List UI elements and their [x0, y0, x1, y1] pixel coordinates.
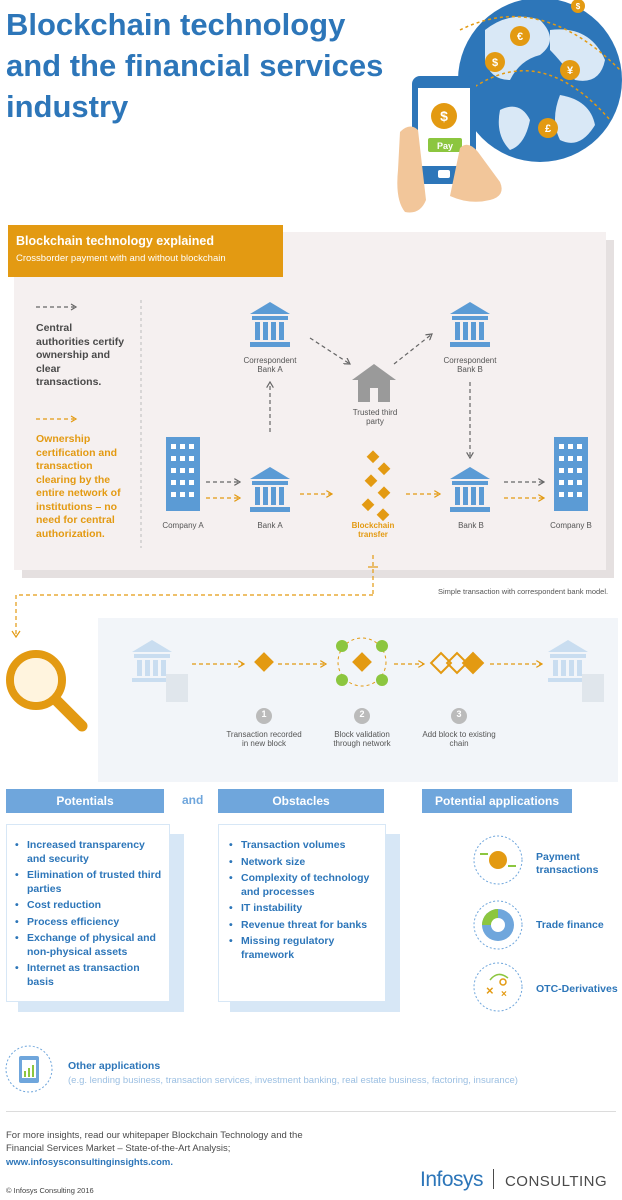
label-trusted: Trusted third party — [352, 408, 398, 426]
validation-icon — [336, 637, 388, 687]
transaction-diagram — [166, 302, 588, 522]
app-otc: OTC-Derivatives — [536, 983, 618, 995]
step-2-circle — [354, 708, 370, 724]
svg-text:$: $ — [576, 2, 581, 11]
svg-text:€: € — [517, 31, 523, 43]
svg-text:×: × — [501, 989, 507, 1000]
coin-icon: € $ ¥ £ $ — [485, 0, 585, 138]
svg-text:Pay: Pay — [437, 141, 453, 151]
chain-icon — [429, 651, 485, 675]
explained-subheading: Crossborder payment with and without blo… — [16, 253, 226, 264]
page-title: Blockchain technology and the financial … — [6, 7, 384, 124]
pie-chart-icon — [473, 900, 523, 950]
list-item: Increased transparency and security — [15, 839, 163, 866]
svg-text:¥: ¥ — [567, 65, 574, 77]
list-item: Complexity of technology and processes — [229, 872, 379, 899]
list-item: Exchange of physical and non-physical as… — [15, 932, 163, 959]
list-item: IT instability — [229, 902, 379, 916]
label-bank-a: Bank A — [257, 521, 283, 530]
obstacles-list: Transaction volumes Network size Complex… — [229, 839, 379, 962]
footer-link[interactable]: www.infosysconsultinginsights.com. — [6, 1157, 173, 1168]
tablet-chart-icon — [5, 1045, 53, 1093]
other-subtitle: (e.g. lending business, transaction serv… — [68, 1075, 518, 1086]
step-3-num: 3 — [456, 709, 462, 719]
and-label: and — [182, 793, 204, 807]
house-icon-trusted — [352, 364, 396, 402]
step-2-num: 2 — [359, 709, 365, 719]
strategy-icon: × × — [473, 962, 523, 1012]
building-icon-company-a — [166, 437, 200, 511]
bank-icon-a — [250, 467, 290, 512]
process-diagram — [132, 637, 604, 724]
obstacles-box: Transaction volumes Network size Complex… — [218, 824, 386, 1002]
legend-divider — [140, 300, 142, 548]
list-item: Revenue threat for banks — [229, 919, 379, 933]
list-item: Cost reduction — [15, 899, 163, 913]
list-item: Transaction volumes — [229, 839, 379, 853]
explained-header: Blockchain technology explained Crossbor… — [8, 225, 283, 277]
applications-heading: Potential applications — [422, 789, 572, 813]
step-1-circle — [256, 708, 272, 724]
hero-illustration: € $ ¥ £ $ $ Pay — [397, 0, 622, 213]
svg-text:$: $ — [440, 108, 448, 124]
bank-icon-correspondent-b — [450, 302, 490, 347]
logo-infosys: Infosys — [420, 1168, 484, 1191]
logo-consulting: CONSULTING — [504, 1173, 608, 1190]
blockchain-icon — [361, 450, 391, 522]
legend-dash-gray — [36, 303, 78, 311]
label-company-a: Company A — [162, 521, 204, 530]
bank-icon-faded-left — [132, 640, 188, 702]
svg-text:$: $ — [492, 57, 498, 69]
label-bank-b: Bank B — [458, 521, 484, 530]
block-icon — [254, 652, 274, 672]
list-item: Internet as transaction basis — [15, 962, 163, 989]
obstacles-heading: Obstacles — [218, 789, 384, 813]
magnifier-icon — [6, 650, 88, 732]
step-3-label: Add block to existing chain — [422, 730, 496, 748]
legend-central: Central authorities certify ownership an… — [36, 322, 125, 388]
bank-icon-faded-right — [548, 640, 604, 702]
infosys-logo: Infosys CONSULTING — [420, 1168, 607, 1192]
step-1-num: 1 — [261, 709, 267, 719]
step-2-label: Block validation through network — [333, 730, 391, 748]
list-item: Network size — [229, 856, 379, 870]
list-item: Elimination of trusted third parties — [15, 869, 163, 896]
other-title: Other applications — [68, 1060, 161, 1072]
step-1-label: Transaction recorded in new block — [226, 730, 302, 748]
bank-icon-b — [450, 467, 490, 512]
legend-dash-orange — [36, 415, 78, 423]
applications-icons: × × — [473, 835, 523, 1012]
label-blockchain: Blockchain transfer — [351, 521, 395, 539]
diagram-caption: Simple transaction with correspondent ba… — [438, 587, 609, 596]
label-correspondent-b: Correspondent Bank B — [443, 356, 497, 374]
connector-line — [11, 555, 378, 639]
legend-network: Ownership certification and transaction … — [36, 433, 121, 540]
building-icon-company-b — [554, 437, 588, 511]
svg-text:×: × — [486, 983, 494, 998]
payment-icon — [473, 835, 523, 885]
potentials-box: Increased transparency and security Elim… — [6, 824, 170, 1002]
potentials-list: Increased transparency and security Elim… — [15, 839, 163, 989]
explained-panel — [14, 232, 606, 570]
hand-icon — [397, 126, 502, 213]
copyright: © Infosys Consulting 2016 — [6, 1186, 94, 1195]
explained-heading: Blockchain technology explained — [16, 234, 214, 248]
list-item: Process efficiency — [15, 916, 163, 930]
footer-text: For more insights, read our whitepaper B… — [6, 1130, 303, 1154]
svg-text:£: £ — [545, 123, 551, 135]
potentials-heading: Potentials — [6, 789, 164, 813]
app-trade-finance: Trade finance — [536, 919, 604, 931]
step-3-circle — [451, 708, 467, 724]
list-item: Missing regulatory framework — [229, 935, 379, 962]
bank-icon-correspondent-a — [250, 302, 290, 347]
app-payment: Payment transactions — [536, 851, 599, 876]
label-company-b: Company B — [550, 521, 592, 530]
divider — [6, 1111, 616, 1112]
label-correspondent-a: Correspondent Bank A — [243, 356, 297, 374]
